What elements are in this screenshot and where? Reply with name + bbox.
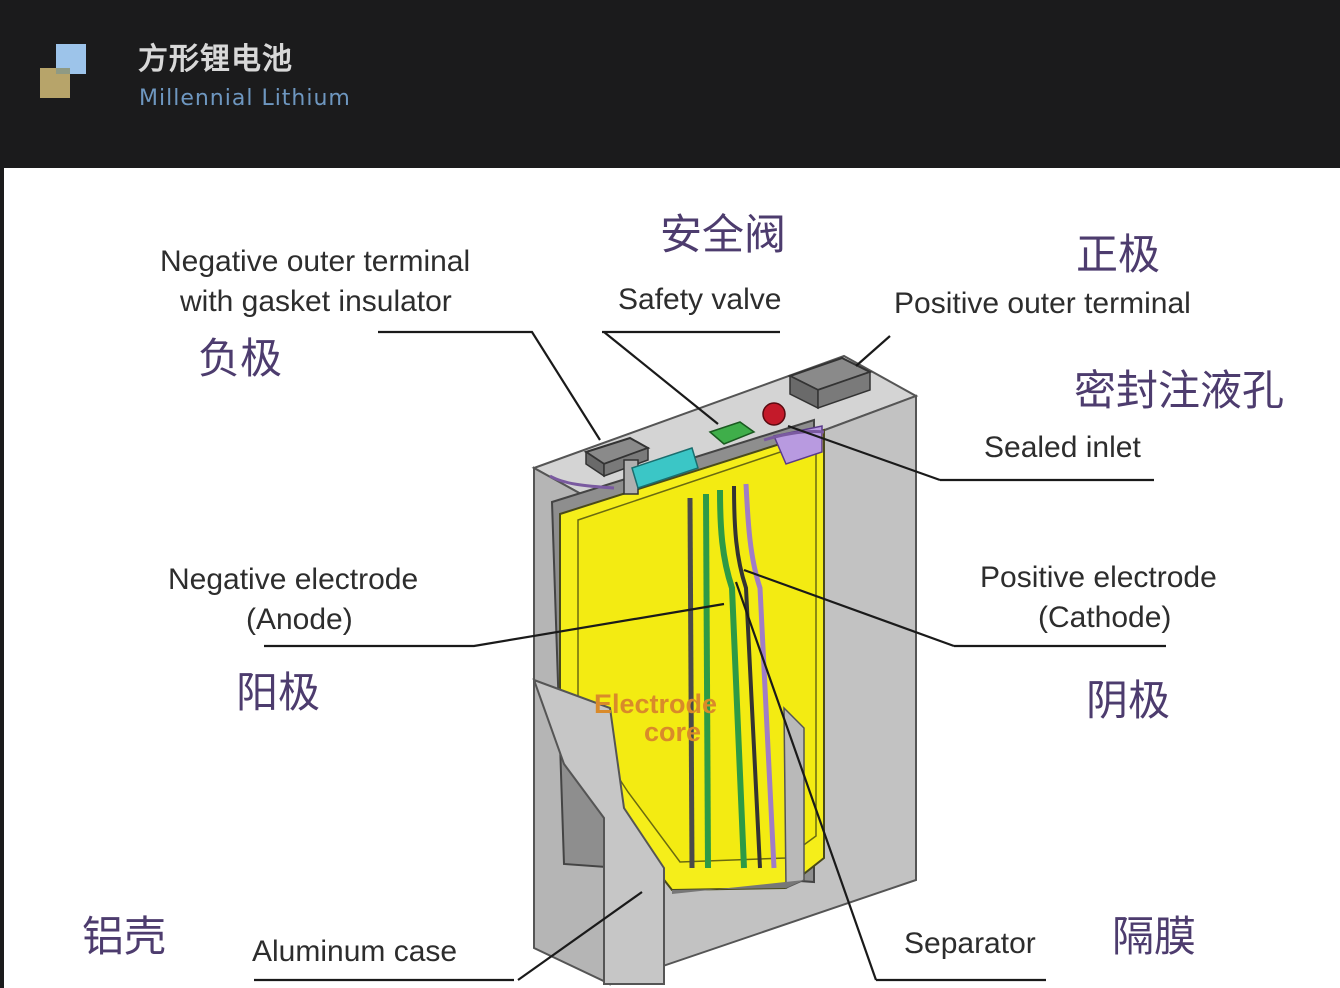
page-header: 方形锂电池 Millennial Lithium (0, 0, 1340, 166)
pos-terminal-label-cn: 正极 (1076, 230, 1161, 279)
electrode-core-label-line1: Electrode (594, 689, 718, 719)
pos-terminal-label: Positive outer terminal (894, 287, 1191, 320)
battery-diagram: Negative outer terminal with gasket insu… (4, 168, 1340, 988)
brand-logo (40, 44, 88, 100)
neg-terminal-label-line2: with gasket insulator (180, 285, 452, 318)
separator-label-cn: 隔膜 (1112, 912, 1197, 961)
sealed-inlet-label-cn: 密封注液孔 (1074, 366, 1285, 415)
neg-terminal-label-cn: 负极 (198, 334, 283, 383)
neg-electrode-label-cn: 阳极 (236, 668, 321, 717)
safety-valve-label: Safety valve (618, 283, 782, 316)
sealed-inlet-label: Sealed inlet (984, 431, 1141, 464)
case-label-cn: 铝壳 (82, 912, 167, 961)
pos-electrode-label-cn: 阴极 (1086, 676, 1171, 725)
safety-valve-label-cn: 安全阀 (660, 210, 787, 259)
case-label: Aluminum case (252, 935, 458, 968)
brand-subtitle: Millennial Lithium (139, 86, 351, 111)
neg-electrode-label-line1: Negative electrode (168, 563, 419, 596)
neg-electrode-label-line2: (Anode) (246, 603, 353, 636)
neg-terminal-label-line1: Negative outer terminal (160, 245, 471, 278)
battery-cutaway-illustration (254, 330, 1166, 986)
pos-electrode-label-line2: (Cathode) (1038, 601, 1172, 634)
electrode-core-label-line2: core (644, 717, 702, 747)
separator-label: Separator (904, 927, 1036, 960)
brand-title: 方形锂电池 (138, 42, 293, 77)
pos-electrode-label-line1: Positive electrode (980, 561, 1217, 594)
